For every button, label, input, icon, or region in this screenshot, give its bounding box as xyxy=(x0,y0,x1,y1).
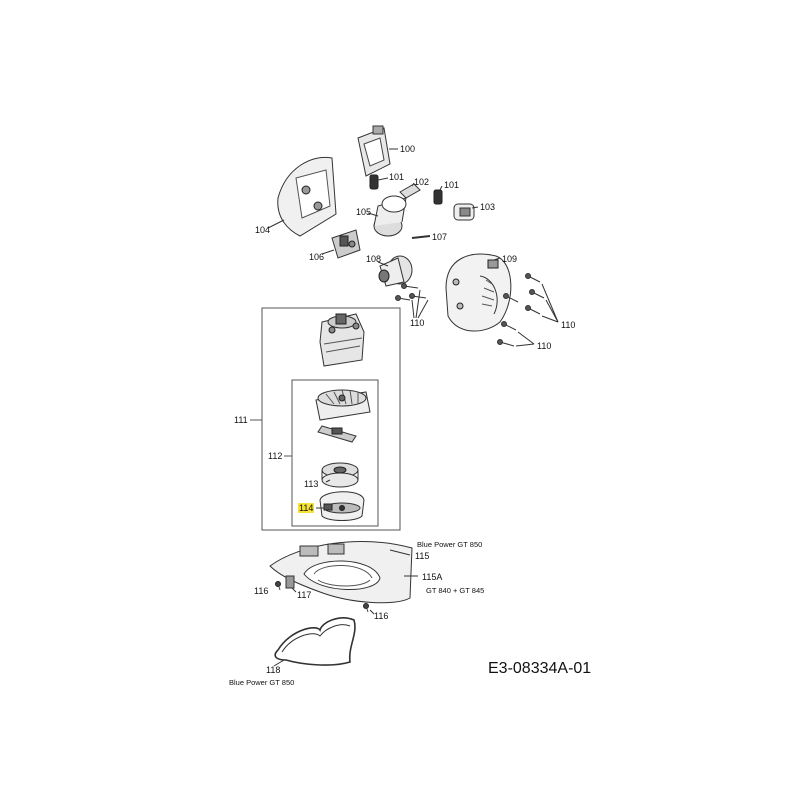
leader-102 xyxy=(411,182,415,187)
part-116-screw-b xyxy=(363,603,369,613)
part-105-sleeve xyxy=(373,195,407,237)
part-104-housing-half xyxy=(277,156,337,237)
leader-101a xyxy=(377,177,389,181)
note-115A-models: GT 840 + GT 845 xyxy=(426,586,485,595)
leader-101b xyxy=(439,185,443,191)
part-118-wire-bow xyxy=(274,617,356,666)
label-part-113: 113 xyxy=(304,479,319,489)
label-part-101b: 101 xyxy=(444,180,460,190)
screws-110-right xyxy=(497,273,559,347)
leader-118 xyxy=(273,659,285,667)
blade-clip xyxy=(317,425,357,443)
part-101-spring-b xyxy=(433,189,443,205)
part-113-spool xyxy=(321,462,359,488)
label-part-107: 107 xyxy=(432,232,448,242)
part-109-cover xyxy=(445,253,512,332)
label-part-116a: 116 xyxy=(254,586,269,596)
part-102-pin xyxy=(399,183,421,199)
label-part-110b: 110 xyxy=(561,320,576,330)
label-part-108: 108 xyxy=(366,254,382,264)
part-106-switch xyxy=(331,229,361,259)
part-101-spring-a xyxy=(369,174,379,190)
frame-111 xyxy=(261,307,401,531)
label-part-115A: 115A xyxy=(422,572,443,582)
part-114-bowl xyxy=(319,491,365,521)
part-107-rod xyxy=(411,235,431,239)
leader-103 xyxy=(471,206,479,209)
label-part-114-highlighted: 114 xyxy=(298,503,315,513)
label-part-104: 104 xyxy=(255,225,271,235)
part-108-collar xyxy=(378,255,413,287)
label-part-103: 103 xyxy=(480,202,496,212)
part-100-plate xyxy=(357,125,391,177)
label-part-100: 100 xyxy=(400,144,416,154)
label-part-111: 111 xyxy=(234,415,248,425)
label-part-105: 105 xyxy=(356,207,372,217)
note-115-model: Blue Power GT 850 xyxy=(417,540,483,549)
leader-117 xyxy=(291,587,297,593)
leader-113 xyxy=(325,479,331,483)
note-118-model: Blue Power GT 850 xyxy=(229,678,295,687)
motor-assembly xyxy=(319,313,365,367)
leader-106 xyxy=(321,249,335,255)
label-part-110c: 110 xyxy=(537,341,552,351)
leader-109 xyxy=(493,257,501,261)
leader-115 xyxy=(389,549,411,556)
label-part-102: 102 xyxy=(414,177,430,187)
part-116-screw-a xyxy=(275,581,281,591)
label-part-112: 112 xyxy=(268,451,283,461)
label-part-101a: 101 xyxy=(389,172,405,182)
leader-105 xyxy=(367,212,379,217)
label-part-110a: 110 xyxy=(410,318,425,328)
part-103-button xyxy=(453,203,475,221)
diagram-code: E3-08334A-01 xyxy=(488,660,592,677)
part-115-guard xyxy=(269,541,413,604)
label-part-116b: 116 xyxy=(374,611,389,621)
fan-wheel xyxy=(315,389,371,421)
label-part-118: 118 xyxy=(266,665,281,675)
label-part-115: 115 xyxy=(415,551,430,561)
label-part-117: 117 xyxy=(297,590,312,600)
screws-110-left xyxy=(395,283,429,319)
leader-108 xyxy=(377,261,389,267)
frame-112 xyxy=(291,379,379,527)
label-part-109: 109 xyxy=(502,254,518,264)
part-117-clip xyxy=(285,575,295,589)
label-part-106: 106 xyxy=(309,252,325,262)
leader-116b xyxy=(369,609,375,615)
leader-104 xyxy=(267,219,285,229)
